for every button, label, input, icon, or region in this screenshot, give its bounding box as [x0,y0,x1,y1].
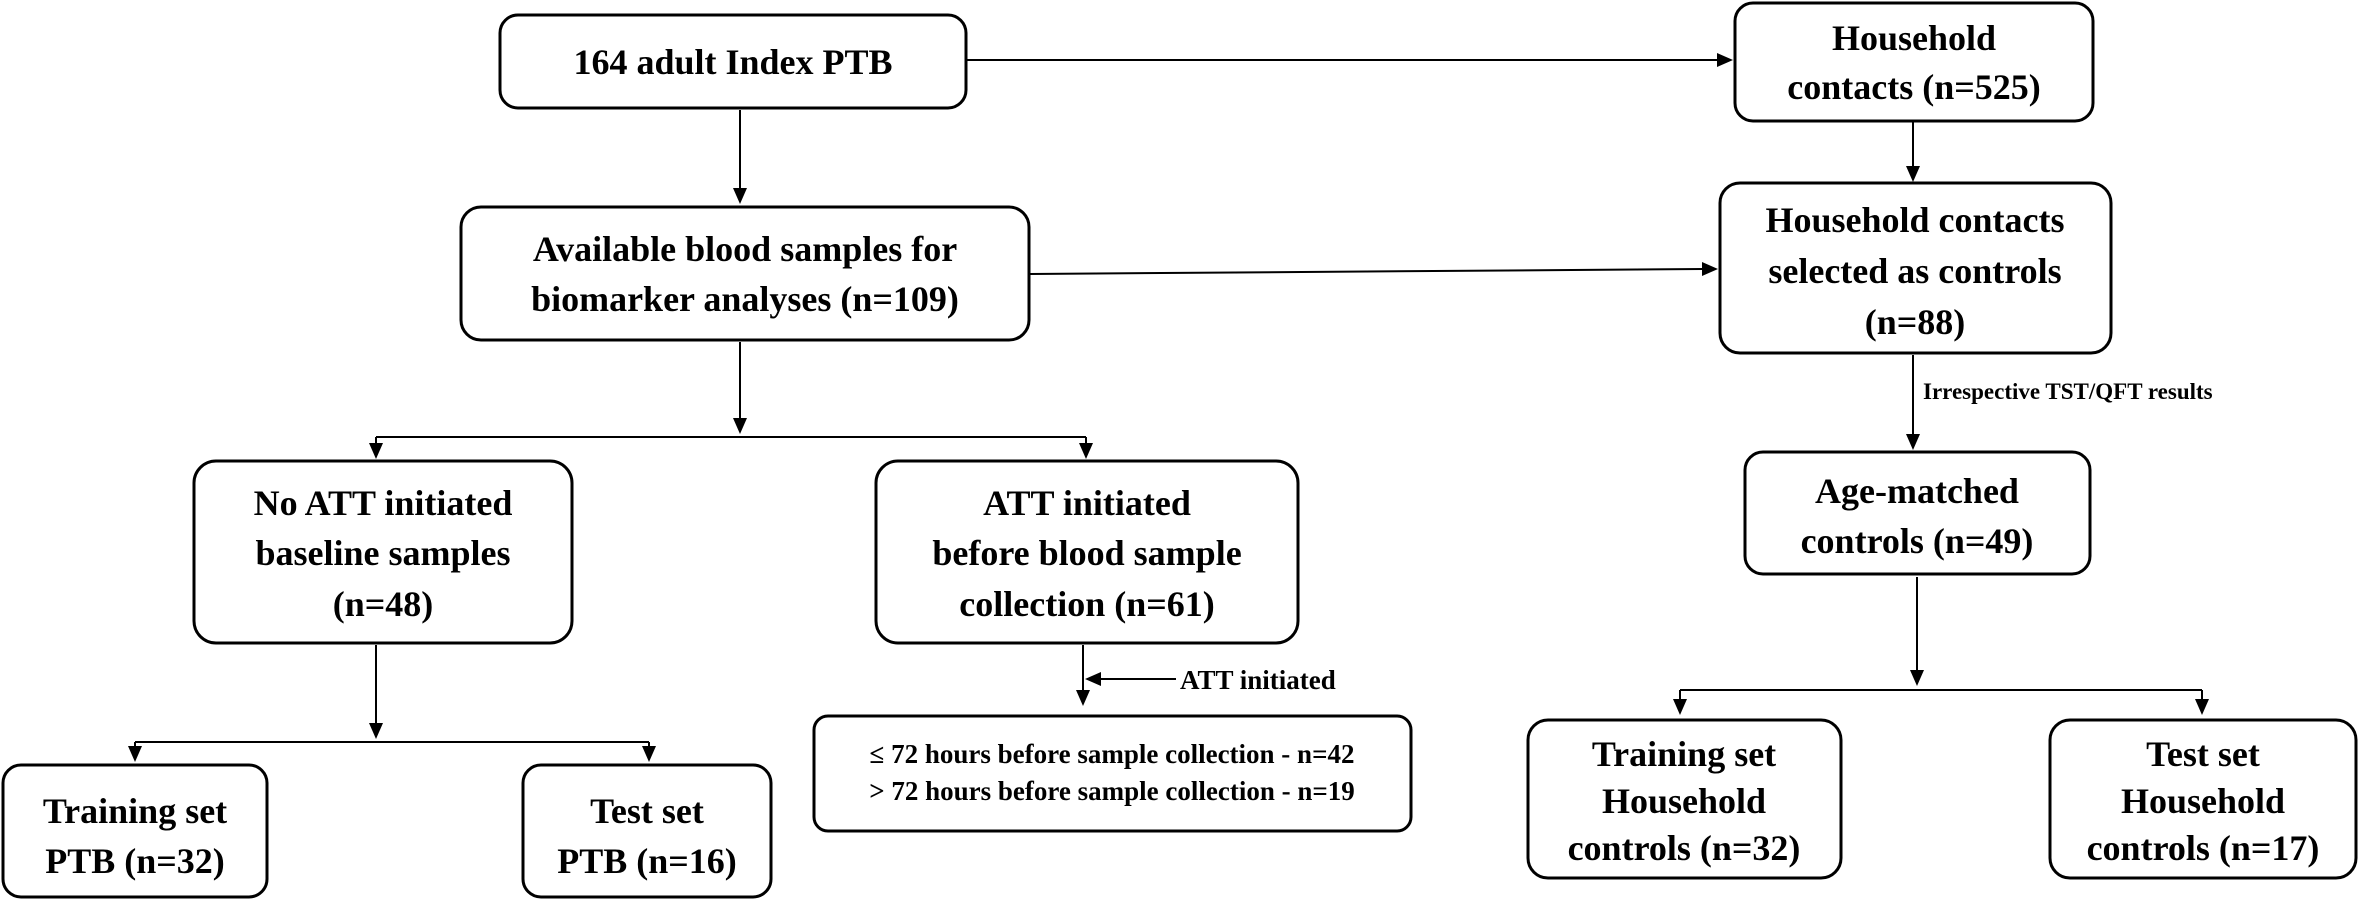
box-training-controls-line-2: Household [1602,781,1766,821]
box-index-ptb-line-1: 164 adult Index PTB [573,42,892,82]
box-age-matched: Age-matched controls (n=49) [1743,450,2092,576]
connectors [128,53,2209,762]
box-training-controls: Training set Household controls (n=32) [1526,718,1843,880]
box-att-timing-line-1: ≤ 72 hours before sample collection - n=… [870,739,1355,769]
box-no-att: No ATT initiated baseline samples (n=48) [192,459,574,645]
arrowhead-contacts [1717,53,1733,67]
box-test-ptb: Test set PTB (n=16) [521,763,773,899]
arrowhead-blood [733,188,747,204]
arrowhead-age-split [1910,670,1924,686]
arrowhead-training-controls [1673,699,1687,715]
box-test-controls-line-2: Household [2121,781,2285,821]
box-test-ptb-line-1: Test set [590,791,704,831]
box-training-ptb-line-1: Training set [43,791,227,831]
box-att-timing-line-2: > 72 hours before sample collection - n=… [869,776,1355,806]
box-household-contacts-line-2: contacts (n=525) [1787,67,2040,107]
box-att-initiated: ATT initiated before blood sample collec… [874,459,1300,645]
box-age-matched-line-2: controls (n=49) [1801,521,2034,561]
box-att-initiated-line-3: collection (n=61) [959,584,1214,624]
arrowhead-test-ptb [642,746,656,762]
arrowhead-split-center [733,418,747,434]
box-age-matched-line-1: Age-matched [1815,471,2019,511]
box-training-ptb-line-2: PTB (n=32) [45,841,225,881]
box-blood-samples-line-2: biomarker analyses (n=109) [531,279,959,319]
arrowhead-selected-2 [1702,262,1718,276]
edge-blood-to-selected [1029,268,1704,275]
arrowhead-att [1079,443,1093,459]
arrowhead-test-controls [2195,699,2209,715]
box-test-ptb-line-2: PTB (n=16) [557,841,737,881]
box-contacts-controls-line-2: selected as controls [1768,251,2061,291]
box-contacts-controls-line-1: Household contacts [1765,200,2064,240]
box-test-controls: Test set Household controls (n=17) [2048,718,2358,880]
box-test-controls-line-3: controls (n=17) [2087,828,2320,868]
box-no-att-line-3: (n=48) [333,584,434,624]
box-household-contacts: Household contacts (n=525) [1733,1,2095,123]
box-index-ptb: 164 adult Index PTB [498,13,968,110]
label-irrespective: Irrespective TST/QFT results [1923,379,2213,404]
arrowhead-noatt-split [369,723,383,739]
box-training-controls-line-3: controls (n=32) [1568,828,1801,868]
box-contacts-controls-line-3: (n=88) [1865,302,1966,342]
arrowhead-age [1906,434,1920,450]
box-att-initiated-line-1: ATT initiated [983,483,1191,523]
arrowhead-att-label [1085,672,1101,686]
box-test-controls-line-1: Test set [2146,734,2260,774]
arrowhead-noatt [369,443,383,459]
box-training-ptb: Training set PTB (n=32) [1,763,269,899]
box-no-att-line-1: No ATT initiated [254,483,513,523]
box-blood-samples-line-1: Available blood samples for [533,229,957,269]
box-no-att-line-2: baseline samples [255,533,510,573]
box-blood-samples: Available blood samples for biomarker an… [459,205,1031,342]
box-att-timing: ≤ 72 hours before sample collection - n=… [812,714,1413,833]
box-training-controls-line-1: Training set [1592,734,1776,774]
arrowhead-selected [1906,166,1920,182]
arrowhead-training-ptb [128,746,142,762]
box-att-initiated-line-2: before blood sample [932,533,1241,573]
label-att-initiated: ATT initiated [1180,665,1336,695]
box-household-contacts-line-1: Household [1832,18,1996,58]
box-contacts-controls: Household contacts selected as controls … [1718,181,2113,355]
arrowhead-timing [1076,690,1090,706]
